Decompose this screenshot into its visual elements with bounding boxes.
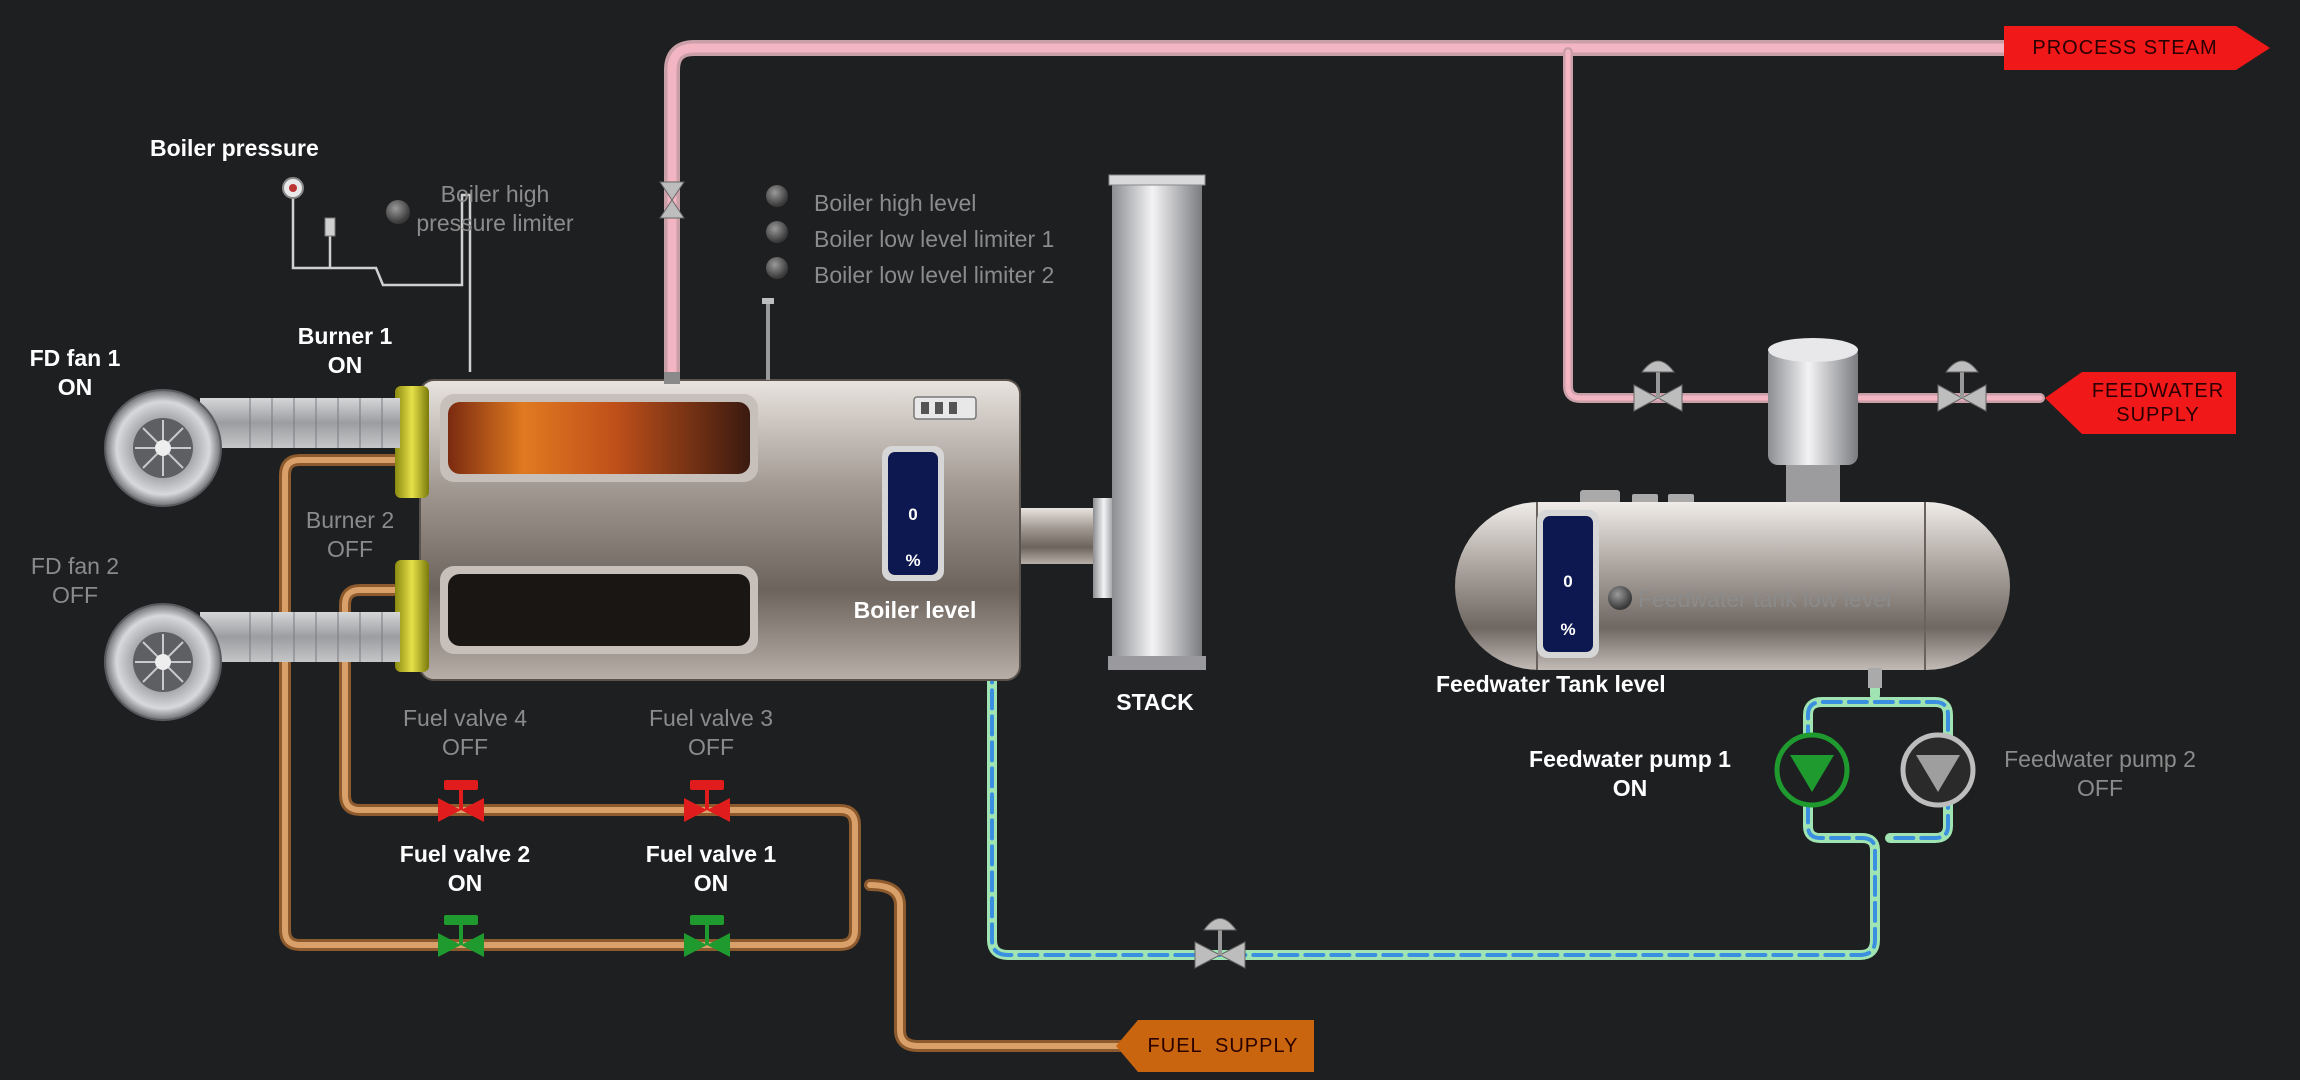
fuel-supply-tag-shape <box>1116 1020 1314 1072</box>
feedwater-supply-tag-shape <box>2045 372 2236 434</box>
fuel-valve-3-state: OFF <box>688 734 734 760</box>
stack <box>1015 174 1206 670</box>
burner-2-name: Burner 2 <box>305 507 395 533</box>
fuel-valve-4-label: Fuel valve 4 OFF <box>385 704 545 762</box>
fd-fan-1-name: FD fan 1 <box>29 345 121 371</box>
steam-main-valve[interactable] <box>659 181 685 219</box>
feedwater-supply-tag-line-1: FEEDWATER <box>2091 380 2225 402</box>
burner-1-ring <box>395 386 429 498</box>
fuel-valve-1-name: Fuel valve 1 <box>645 841 777 867</box>
boiler-high-pressure-limiter-line-1: Boiler high <box>440 181 550 207</box>
boiler-low-level-limiter-1-lamp <box>766 221 788 243</box>
boiler <box>395 298 1021 681</box>
feedwater-supply-valve[interactable] <box>1937 360 1987 412</box>
feedwater-pump-2-label: Feedwater pump 2 OFF <box>1985 745 2215 803</box>
boiler-high-pressure-limiter-lamp <box>386 200 410 224</box>
burner-1-name: Burner 1 <box>297 323 393 349</box>
boiler-high-level-lamp <box>766 185 788 207</box>
feedwater-pump-1-label: Feedwater pump 1 ON <box>1520 745 1740 803</box>
fuel-valve-1[interactable] <box>684 915 730 957</box>
fd-fan-1-label: FD fan 1 ON <box>20 344 130 402</box>
feedwater-pump-2-name: Feedwater pump 2 <box>2004 746 2196 772</box>
feedwater-tank-low-level-lamp <box>1608 586 1632 610</box>
feedwater-pump-1-state: ON <box>1612 775 1648 801</box>
burner-1-state: ON <box>327 352 363 378</box>
feedwater-tank-level-label: Feedwater Tank level <box>1436 671 1666 697</box>
feedwater-pump-2[interactable] <box>1900 732 1976 808</box>
fd-fan-2[interactable] <box>104 603 400 721</box>
feedwater-tank-level-gauge <box>1537 510 1599 658</box>
burner-2-ring <box>395 560 429 672</box>
burner-1-label: Burner 1 ON <box>290 322 400 380</box>
fuel-valve-2-name: Fuel valve 2 <box>399 841 531 867</box>
feedwater-pump-2-state: OFF <box>2077 775 2123 801</box>
fd-fan-1-state: ON <box>57 374 93 400</box>
fd-fan-2-name: FD fan 2 <box>30 553 120 579</box>
fd-fan-2-state: OFF <box>52 582 98 608</box>
fuel-valve-3-name: Fuel valve 3 <box>648 705 773 731</box>
fuel-valve-2[interactable] <box>438 915 484 957</box>
fuel-valve-2-label: Fuel valve 2 ON <box>385 840 545 898</box>
fuel-valve-2-state: ON <box>447 870 483 896</box>
boiler-level-label: Boiler level <box>853 597 977 623</box>
burner-1-flame <box>448 402 750 474</box>
boiler-pressure-gauge <box>282 177 336 237</box>
boiler-high-pressure-limiter-label: Boiler high pressure limiter <box>400 180 590 238</box>
boiler-pressure-label: Boiler pressure <box>150 135 319 161</box>
feedwater-supply-tag-line-2: SUPPLY <box>2116 404 2200 426</box>
boiler-level-unit: % <box>905 551 921 570</box>
feedwater-tank-level-value: 0 <box>1563 572 1573 591</box>
fd-fan-1[interactable] <box>104 389 400 507</box>
pressure-sensing-line <box>291 193 472 372</box>
feedwater-pump-1-name: Feedwater pump 1 <box>1529 746 1731 772</box>
boiler-high-level-label: Boiler high level <box>814 190 977 216</box>
fuel-valve-1-state: ON <box>693 870 729 896</box>
boiler-level-value: 0 <box>908 505 918 524</box>
fuel-valve-4[interactable] <box>438 780 484 822</box>
fuel-valve-1-label: Fuel valve 1 ON <box>631 840 791 898</box>
fuel-valve-3[interactable] <box>684 780 730 822</box>
boiler-low-level-limiter-2-lamp <box>766 257 788 279</box>
feedwater-tank-low-level-label: Feedwater tank low level <box>1638 586 1892 612</box>
stack-label: STACK <box>1116 689 1194 715</box>
boiler-low-level-limiter-2-label: Boiler low level limiter 2 <box>814 262 1055 288</box>
burner-2-label: Burner 2 OFF <box>295 506 405 564</box>
fd-fan-2-label: FD fan 2 OFF <box>20 552 130 610</box>
boiler-low-level-limiter-1-label: Boiler low level limiter 1 <box>814 226 1055 252</box>
steam-to-tank-valve[interactable] <box>1633 360 1683 412</box>
feedwater-supply-tag[interactable]: FEEDWATER SUPPLY <box>2078 379 2238 427</box>
fuel-valve-4-state: OFF <box>442 734 488 760</box>
fuel-valve-3-label: Fuel valve 3 OFF <box>631 704 791 762</box>
boiler-high-pressure-limiter-line-2: pressure limiter <box>416 210 574 236</box>
burner-2-state: OFF <box>327 536 373 562</box>
process-steam-tag[interactable]: PROCESS STEAM <box>2032 37 2218 59</box>
feedwater-tank-level-unit: % <box>1560 620 1576 639</box>
process-steam-tag-shape <box>2004 26 2270 70</box>
boiler-level-gauge <box>882 446 944 581</box>
fuel-supply-tag[interactable]: FUEL SUPPLY <box>1147 1035 1299 1057</box>
feedwater-line-valve[interactable] <box>1194 918 1246 969</box>
fuel-valve-4-name: Fuel valve 4 <box>402 705 527 731</box>
feedwater-pump-1[interactable] <box>1774 732 1850 808</box>
